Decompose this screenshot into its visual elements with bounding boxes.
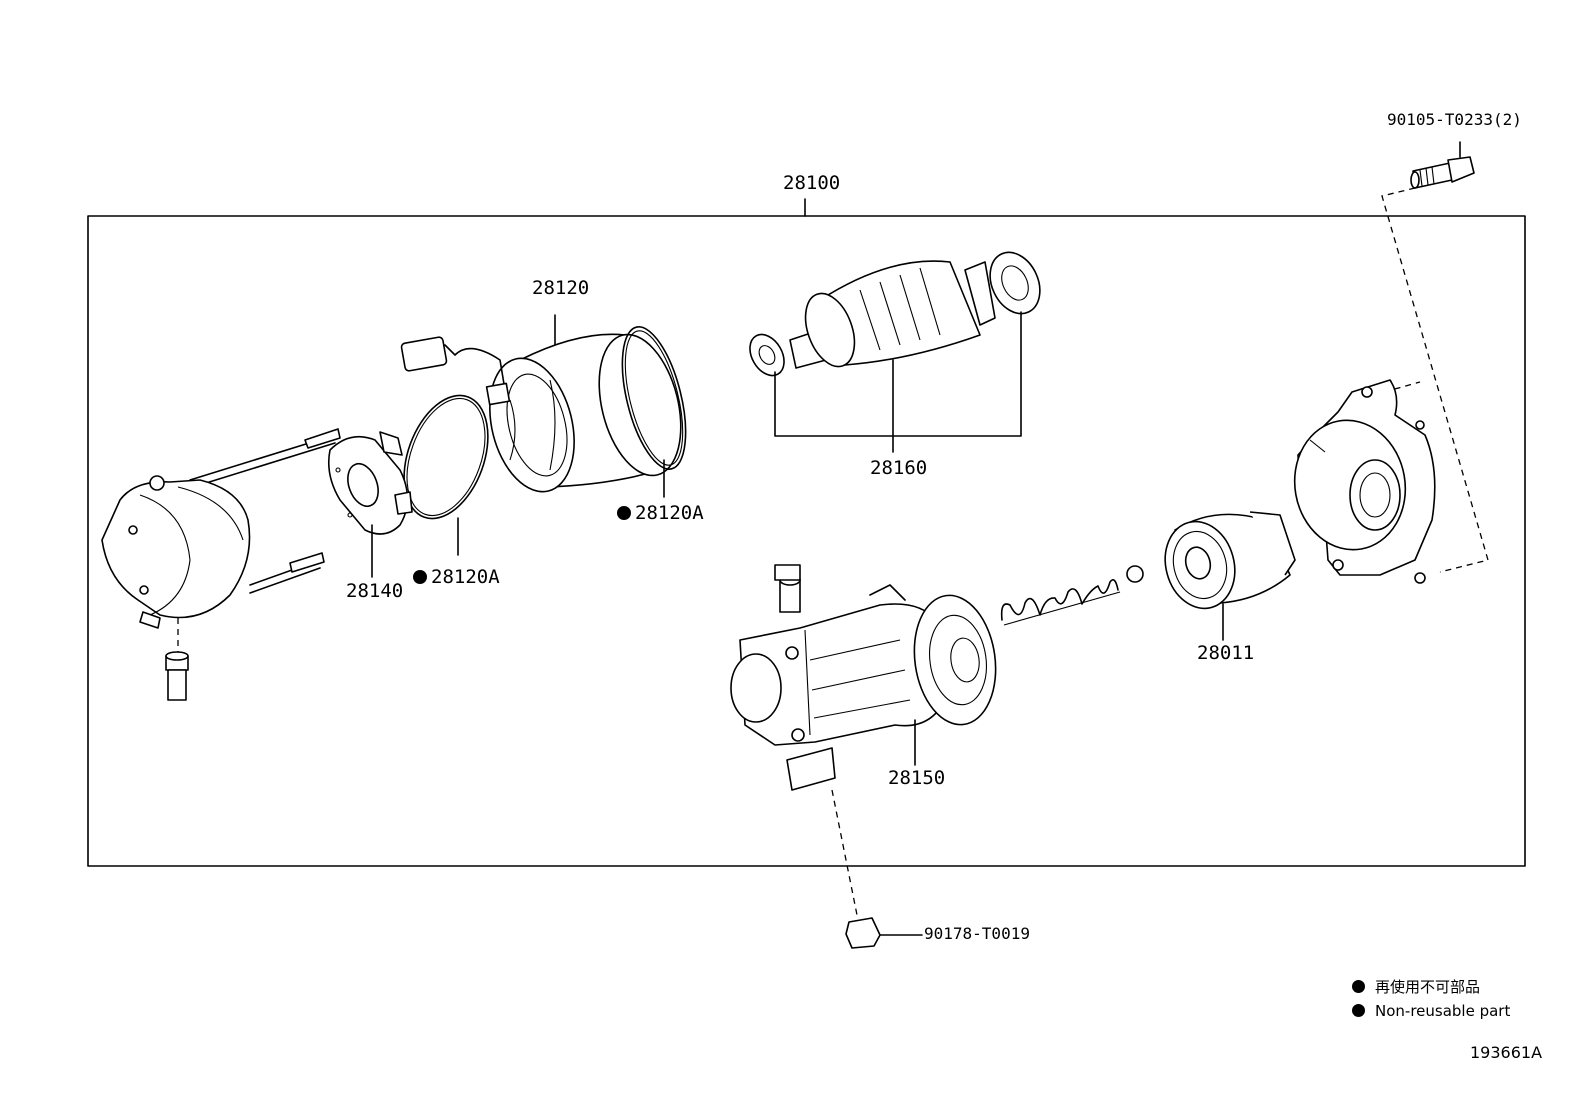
o-ring-right-label: 28120A <box>617 502 704 524</box>
end-cover-icon <box>101 428 341 629</box>
o-ring-right-icon <box>621 326 687 498</box>
non-reusable-dot-icon <box>1352 980 1365 993</box>
switch-guide-dash <box>831 789 858 916</box>
spring-icon <box>1000 579 1121 626</box>
bolt-label: 90105-T0233(2) <box>1387 110 1522 129</box>
field-frame-label: 28120 <box>532 277 590 299</box>
non-reusable-dot-icon <box>413 570 427 584</box>
clutch-icon <box>1164 511 1296 641</box>
legend-jp-text: 再使用不可部品 <box>1375 978 1481 996</box>
armature-label: 28160 <box>870 457 928 479</box>
o-ring-left-icon <box>403 394 489 556</box>
nut-icon <box>845 917 923 949</box>
bolt-icon <box>1410 141 1475 189</box>
ball-icon <box>1126 565 1144 583</box>
o-ring-left-label: 28120A <box>413 566 500 588</box>
plug-icon <box>165 651 189 701</box>
diagram-id: 193661A <box>1470 1043 1543 1062</box>
brush-holder-label: 28140 <box>346 580 404 602</box>
magnetic-switch-label: 28150 <box>888 767 946 789</box>
assembly-frame <box>87 215 1526 867</box>
armature-icon <box>749 251 1041 453</box>
field-frame-icon <box>400 314 682 493</box>
legend: 再使用不可部品 Non-reusable part <box>1352 975 1510 1023</box>
assembly-label: 28100 <box>783 172 841 194</box>
non-reusable-dot-icon <box>617 506 631 520</box>
clutch-label: 28011 <box>1197 642 1255 664</box>
legend-en-text: Non-reusable part <box>1375 1002 1511 1020</box>
legend-row-jp: 再使用不可部品 <box>1352 975 1510 999</box>
bolt-guide-dash <box>1381 187 1489 573</box>
drive-housing-icon <box>1293 379 1436 584</box>
brush-holder-icon <box>327 431 413 578</box>
nut-label: 90178-T0019 <box>924 924 1030 943</box>
magnetic-switch-icon <box>730 564 997 791</box>
non-reusable-dot-icon <box>1352 1004 1365 1017</box>
legend-row-en: Non-reusable part <box>1352 999 1510 1023</box>
